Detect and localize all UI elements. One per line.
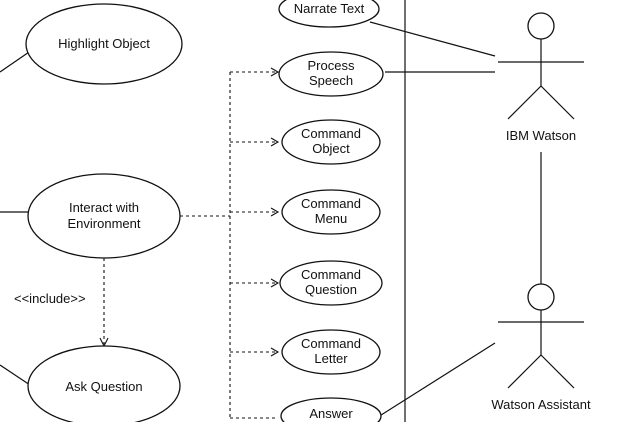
actor-ibm-watson: IBM Watson	[498, 12, 584, 143]
use-case-command-object: Command Object	[281, 119, 381, 165]
svg-text:Speech: Speech	[309, 73, 353, 88]
svg-text:Ask Question: Ask Question	[65, 379, 142, 394]
actor-head	[527, 283, 555, 311]
svg-text:Command: Command	[301, 336, 361, 351]
svg-text:Narrate Text: Narrate Text	[294, 1, 365, 16]
use-case-ask-question: Ask Question	[27, 345, 181, 422]
svg-text:Highlight Object: Highlight Object	[58, 36, 150, 51]
svg-text:Command: Command	[301, 196, 361, 211]
svg-text:Letter: Letter	[314, 351, 348, 366]
svg-text:Menu: Menu	[315, 211, 348, 226]
use-case-answer: Answer	[280, 397, 382, 422]
svg-text:Interact with: Interact with	[69, 200, 139, 215]
use-case-highlight-object: Highlight Object	[25, 3, 183, 85]
use-case-command-menu: Command Menu	[281, 189, 381, 235]
svg-text:Command: Command	[301, 267, 361, 282]
association-narrate-ibm	[369, 21, 496, 57]
svg-text:Question: Question	[305, 282, 357, 297]
use-case-narrate-text: Narrate Text	[278, 0, 380, 28]
association-left-ask	[0, 364, 31, 386]
use-case-command-question: Command Question	[279, 260, 383, 306]
use-case-interact-with-environment: Interact with Environment	[27, 173, 181, 259]
svg-text:Environment: Environment	[68, 216, 141, 231]
include-connectors	[99, 67, 280, 420]
svg-text:Command: Command	[301, 126, 361, 141]
actor-label-ibm-watson: IBM Watson	[506, 128, 576, 143]
svg-text:Object: Object	[312, 141, 350, 156]
association-answer-assistant	[377, 342, 496, 418]
include-label: <<include>>	[14, 291, 86, 306]
association-left-highlight	[0, 49, 33, 73]
svg-text:Process: Process	[308, 58, 355, 73]
actor-head	[527, 12, 555, 40]
actor-watson-assistant: Watson Assistant	[491, 283, 591, 412]
use-case-command-letter: Command Letter	[281, 329, 381, 375]
svg-text:Answer: Answer	[309, 406, 353, 421]
use-case-process-speech: Process Speech	[278, 51, 384, 97]
actor-label-watson-assistant: Watson Assistant	[491, 397, 591, 412]
